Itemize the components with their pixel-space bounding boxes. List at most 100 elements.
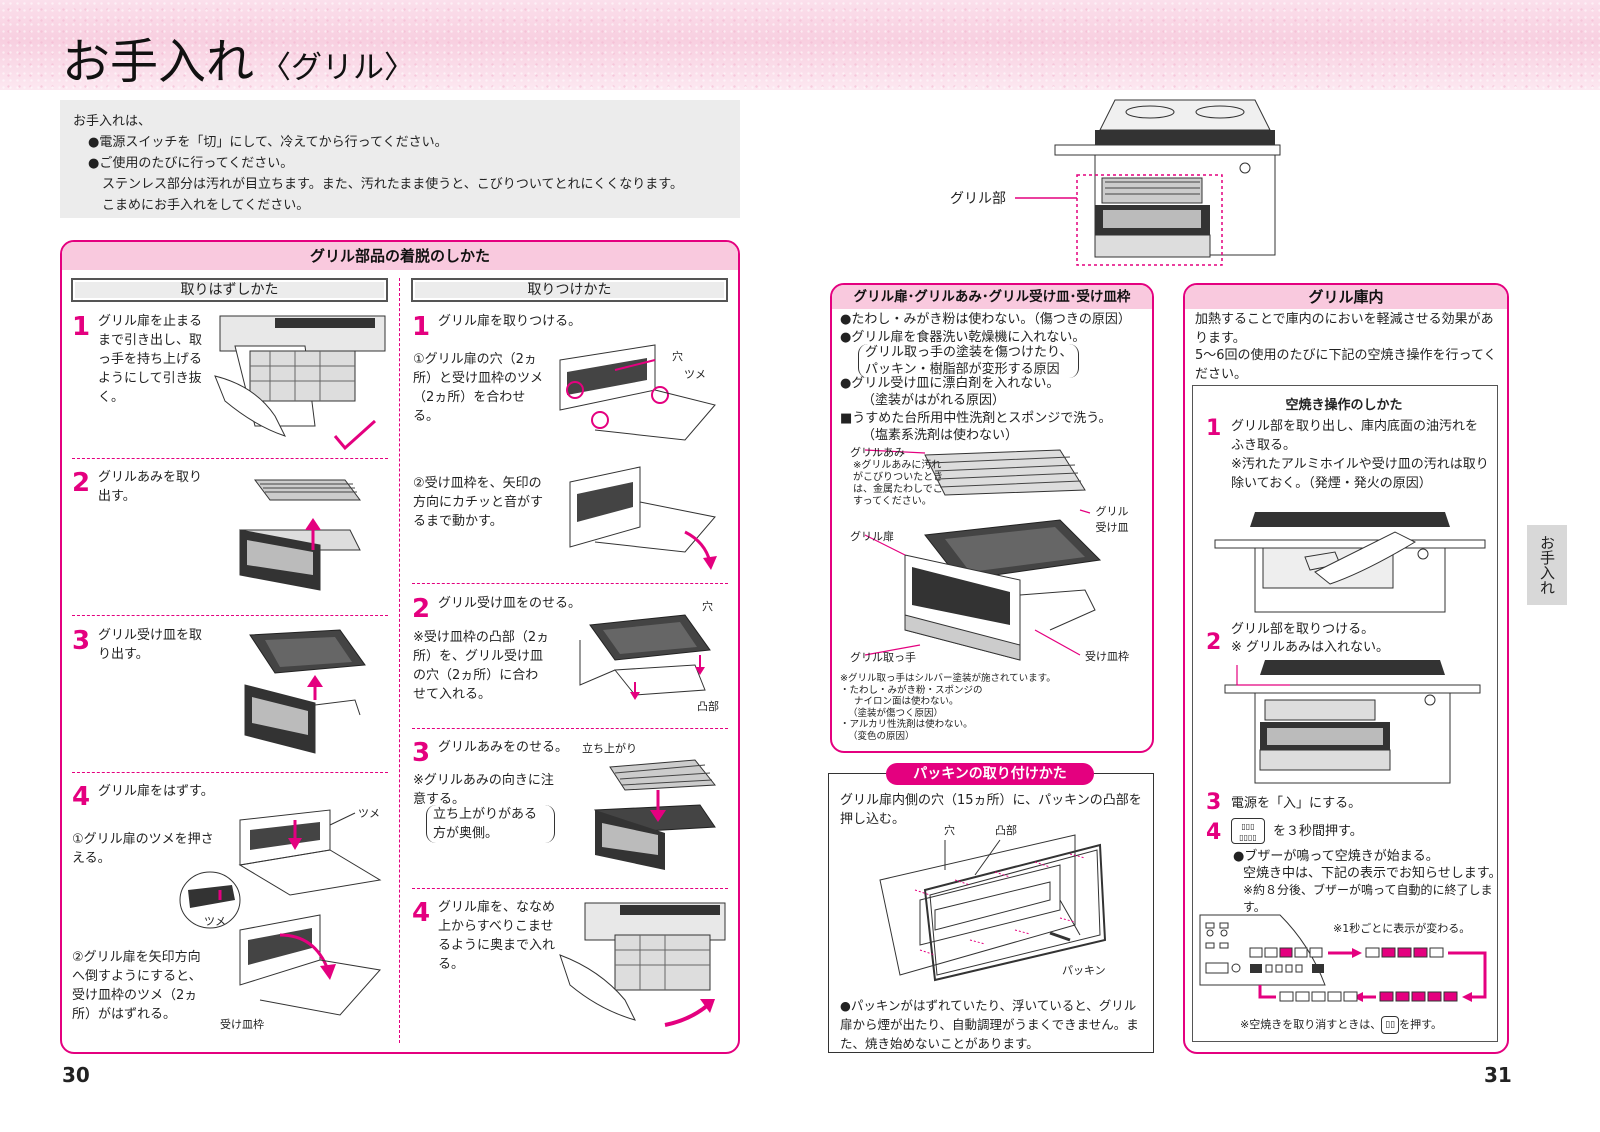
- step-note-paren: 立ち上がりがある方が奥側。: [426, 805, 555, 843]
- label-grill-net: グリルあみ: [850, 446, 905, 459]
- pan-place-illustration: [579, 614, 711, 700]
- label-tsume: ツメ: [684, 368, 706, 381]
- step-text: グリル受け皿を取り出す。: [98, 628, 203, 662]
- intro-bullet: ●電源スイッチを「切」にして、冷えてから行ってください。: [88, 135, 448, 150]
- step-bullet: ●ブザーが鳴って空焼きが始まる。: [1233, 849, 1439, 864]
- label-pan-frame: 受け皿枠: [220, 1018, 264, 1031]
- step-note: ※約８分後、ブザーが鳴って自動的に終了します。: [1243, 883, 1493, 914]
- handle-notes: ※グリル取っ手はシルバー塗装が施されています。 ・たわし・みがき粉・スポンジの …: [840, 673, 1056, 742]
- care-line: ■うすめた台所用中性洗剤とスポンジで洗う。: [840, 411, 1112, 426]
- care-line: （塗装がはがれる原因）: [862, 393, 1006, 408]
- interior-text: 加熱することで庫内のにおいを軽減させる効果があります。: [1195, 312, 1494, 346]
- grill-door-detach-illustration: [179, 809, 382, 1016]
- step-number: 2: [72, 468, 91, 498]
- care-line: ●グリル扉を食器洗い乾燥機に入れない。: [840, 330, 1086, 345]
- label-packing: パッキン: [1062, 964, 1106, 977]
- empty-heat-title: 空焼き操作のしかた: [1285, 398, 1403, 413]
- label-hole: 穴: [672, 350, 683, 363]
- empty-heat-button[interactable]: ▯▯▯ ▯▯▯▯: [1231, 818, 1265, 844]
- label-raised-edge: 立ち上がり: [582, 742, 637, 755]
- step-note: ※受け皿枠の凸部（2ヵ所）を、グリル受け皿の穴（2ヵ所）に合わせて入れる。: [413, 630, 550, 702]
- packing-text: グリル扉内側の穴（15ヵ所）に、パッキンの凸部を押し込む。: [840, 793, 1142, 827]
- grill-reinsert-illustration: [1224, 660, 1481, 784]
- care-line: ●グリル受け皿に漂白剤を入れない。: [840, 376, 1060, 391]
- step-number: 3: [1206, 790, 1222, 815]
- step-text: グリル部を取り出し、庫内底面の油汚れをふき取る。: [1231, 419, 1479, 453]
- intro-lead: お手入れは、: [73, 114, 152, 129]
- page-number-right: 31: [1484, 1063, 1512, 1087]
- step-divider: [412, 728, 728, 729]
- step-text: グリル部を取りつける。: [1231, 622, 1375, 637]
- care-line: ●たわし・みがき粉は使わない。（傷つきの原因）: [840, 312, 1131, 327]
- step-substep: ①グリル扉の穴（2ヵ所）と受け皿枠のツメ（2ヵ所）を合わせる。: [413, 352, 544, 424]
- care-paren: グリル取っ手の塗装を傷つけたり、パッキン・樹脂部が変形する原因: [858, 344, 1080, 378]
- step-substep: ②グリル扉を矢印方向へ倒すようにすると、受け皿枠のツメ（2ヵ所）がはずれる。: [72, 950, 202, 1022]
- empty-heat-display-sequence: [1199, 914, 1487, 1002]
- step-number: 2: [412, 594, 431, 624]
- grill-parts-exploded-illustration: [864, 449, 1102, 661]
- step-text: グリル扉を、ななめ上からすべりこませるように奥まで入れる。: [438, 900, 556, 972]
- step-text: グリル扉を止まるまで引き出し、取っ手を持ち上げるようにして引き抜く。: [98, 314, 203, 405]
- display-note: ※1秒ごとに表示が変わる。: [1333, 922, 1471, 935]
- stove-grill-illustration: [1015, 99, 1281, 266]
- net-place-illustration: [594, 759, 716, 870]
- grill-net-remove-illustration: [239, 479, 361, 591]
- step-number: 1: [412, 312, 431, 342]
- frame-slide-illustration: [569, 466, 717, 570]
- label-hole: 穴: [944, 824, 955, 837]
- step-number: 1: [72, 312, 91, 342]
- page-title: お手入れ〈グリル〉: [62, 34, 416, 90]
- page-header-band: [0, 0, 1600, 90]
- step-text: グリル扉を取りつける。: [438, 314, 582, 329]
- remove-heading: 取りはずしかた: [71, 278, 388, 302]
- section-side-tab: お手入れ: [1527, 525, 1567, 605]
- packing-illustration: [879, 834, 1107, 982]
- intro-text: ステンレス部分は汚れが目立ちます。また、汚れたまま使うと、こびりついてとれにくく…: [102, 177, 683, 192]
- panel-title: グリル庫内: [1185, 285, 1507, 309]
- label-tsume: ツメ: [204, 915, 226, 928]
- label-grill-door: グリル扉: [850, 530, 894, 543]
- empty-heat-box: [1192, 385, 1498, 1042]
- door-cleaning-panel: グリル扉･グリルあみ･グリル受け皿･受け皿枠: [830, 283, 1154, 753]
- label-grill-pan: グリル受け皿: [1095, 505, 1129, 534]
- step-number: 4: [412, 898, 431, 928]
- label-grill-net-note: ※グリルあみに汚れがこびりついたときは、金属たわしでこすってください。: [853, 460, 944, 507]
- cancel-note: ※空焼きを取り消すときは、▯▯を押す。: [1240, 1016, 1442, 1034]
- intro-text: こまめにお手入れをしてください。: [102, 198, 310, 213]
- panel-title: パッキンの取り付けかた: [886, 763, 1094, 785]
- panel-title: グリル部品の着脱のしかた: [62, 242, 738, 270]
- grill-pull-out-illustration: [214, 315, 386, 451]
- step-number: 1: [1206, 416, 1222, 441]
- step-text: グリル扉をはずす。: [98, 784, 214, 799]
- label-tsume: ツメ: [358, 807, 380, 820]
- step-number: 3: [72, 626, 91, 656]
- grill-pan-remove-illustration: [244, 629, 366, 754]
- step-number: 3: [412, 738, 431, 768]
- step-divider: [412, 888, 728, 889]
- door-frame-align-illustration: [559, 344, 716, 441]
- interior-text: 5～6回の使用のたびに下記の空焼き操作を行ってください。: [1195, 348, 1497, 382]
- label-hole: 穴: [702, 600, 713, 613]
- step-divider: [72, 772, 388, 773]
- step-text: を３秒間押す。: [1273, 824, 1363, 839]
- step-divider: [72, 615, 388, 616]
- step-number: 4: [72, 782, 91, 812]
- step-number: 4: [1206, 820, 1222, 845]
- panel-title: グリル扉･グリルあみ･グリル受け皿･受け皿枠: [832, 285, 1152, 309]
- step-text: 電源を「入」にする。: [1231, 796, 1362, 811]
- packing-note: ●パッキンがはずれていたり、浮いていると、グリル扉から煙が出たり、自動調理がうま…: [840, 998, 1139, 1051]
- label-protrusion: 凸部: [995, 824, 1017, 837]
- step-note: ※汚れたアルミホイルや受け皿の汚れは取り除いておく。（発煙・発火の原因）: [1231, 457, 1489, 491]
- step-substep: ②受け皿枠を、矢印の方向にカチッと音がするまで動かす。: [413, 476, 544, 529]
- cancel-button[interactable]: ▯▯: [1381, 1016, 1400, 1034]
- column-divider: [399, 278, 400, 1043]
- attach-heading: 取りつけかた: [411, 278, 728, 302]
- step-text: グリルあみを取り出す。: [98, 470, 203, 504]
- step-divider: [412, 583, 728, 584]
- step-divider: [72, 458, 388, 459]
- intro-bullet: ●ご使用のたびに行ってください。: [88, 156, 294, 171]
- care-line: （塩素系洗剤は使わない）: [862, 428, 1019, 443]
- label-grill-handle: グリル取っ手: [850, 651, 916, 664]
- door-insert-illustration: [559, 902, 726, 1027]
- label-pan-frame: 受け皿枠: [1085, 650, 1129, 663]
